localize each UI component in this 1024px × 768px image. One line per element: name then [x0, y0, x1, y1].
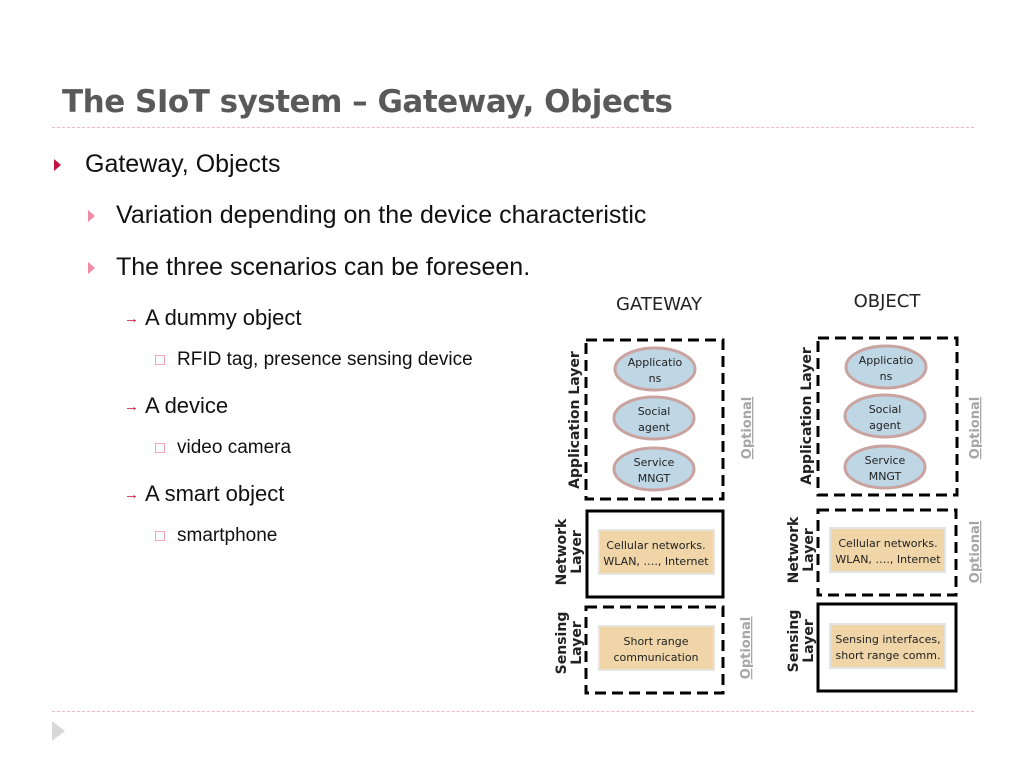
slide-title: The SIoT system – Gateway, Objects — [62, 84, 673, 120]
gateway-optional-app: Optional — [740, 397, 755, 459]
gateway-column: GATEWAY Application Layer Applicatio ns … — [554, 294, 755, 695]
gateway-optional-sensing: Optional — [739, 617, 754, 679]
title-divider — [52, 127, 974, 128]
bullet-level1: Gateway, Objects — [54, 150, 280, 179]
bullet-level4: smartphone — [155, 525, 277, 547]
gateway-sensing-label-line1: Sensing — [554, 612, 570, 675]
gateway-app-layer-label: Application Layer — [567, 351, 583, 489]
app-item-line2: ns — [649, 372, 662, 385]
arrow-bullet-icon: → — [124, 309, 139, 327]
bullet-level2: The three scenarios can be foreseen. — [88, 253, 530, 282]
object-network-label-line1: Network — [786, 516, 802, 583]
app-item-line1: Applicatio — [859, 354, 914, 367]
gateway-sensing-line2: communication — [613, 651, 698, 664]
bullet-level4: RFID tag, presence sensing device — [155, 349, 473, 371]
object-app-item: Applicatio ns — [844, 344, 928, 390]
object-sensing-label-line1: Sensing — [786, 610, 802, 673]
object-sensing-line1: Sensing interfaces, — [835, 633, 940, 646]
object-service-item: Service MNGT — [843, 444, 927, 490]
gateway-app-item: Applicatio ns — [613, 346, 697, 392]
gateway-sensing-layer-box — [584, 605, 725, 695]
object-app-layer-label: Application Layer — [799, 347, 815, 485]
gateway-network-line2: WLAN, …., Internet — [603, 555, 709, 568]
gateway-app-layer-box — [584, 338, 725, 501]
object-network-line1: Cellular networks. — [838, 537, 937, 550]
bullet-text: A device — [145, 393, 229, 418]
object-network-line2: WLAN, …., Internet — [835, 553, 941, 566]
gateway-sensing-label-line2: Layer — [569, 621, 585, 665]
service-item-line1: Service — [634, 456, 675, 469]
gateway-network-label-line2: Layer — [569, 530, 585, 574]
object-optional-network: Optional — [968, 521, 983, 583]
bullet-text: The three scenarios can be foreseen. — [116, 253, 531, 281]
slide-nav-arrow-icon[interactable] — [52, 721, 65, 741]
app-ellipse — [613, 346, 697, 392]
object-app-layer-box — [816, 336, 959, 497]
bullet-level3: → A dummy object — [124, 305, 302, 331]
service-ellipse — [843, 444, 927, 490]
bullet-text: video camera — [177, 437, 292, 458]
object-column: OBJECT Application Layer Applicatio ns S… — [786, 291, 983, 693]
service-item-line1: Service — [865, 454, 906, 467]
social-item-line2: agent — [869, 419, 901, 432]
bullet-level3: → A smart object — [124, 481, 284, 507]
gateway-network-content-box — [598, 529, 715, 575]
gateway-header: GATEWAY — [616, 294, 703, 315]
square-bullet-icon — [155, 355, 165, 365]
bullet-text: RFID tag, presence sensing device — [177, 349, 473, 370]
social-item-line1: Social — [869, 403, 902, 416]
bullet-text: A smart object — [145, 481, 285, 506]
gateway-social-item: Social agent — [612, 395, 696, 441]
object-network-layer-box — [816, 508, 958, 597]
object-sensing-line2: short range comm. — [836, 649, 941, 662]
object-sensing-layer-box — [816, 602, 958, 693]
triangle-bullet-icon — [88, 261, 95, 274]
square-bullet-icon — [155, 443, 165, 453]
gateway-network-line1: Cellular networks. — [606, 539, 705, 552]
service-item-line2: MNGT — [869, 470, 902, 483]
bullet-level4: video camera — [155, 437, 291, 459]
bullet-text: A dummy object — [145, 305, 302, 330]
gateway-network-layer-box — [585, 509, 725, 599]
app-item-line1: Applicatio — [628, 356, 683, 369]
object-sensing-content-box — [829, 623, 946, 669]
triangle-bullet-icon — [88, 209, 95, 222]
object-network-content-box — [829, 527, 946, 573]
social-ellipse — [843, 393, 927, 439]
social-ellipse — [612, 395, 696, 441]
arrow-bullet-icon: → — [124, 485, 139, 503]
object-header: OBJECT — [854, 291, 922, 312]
service-ellipse — [612, 446, 696, 492]
arrow-bullet-icon: → — [124, 397, 139, 415]
square-bullet-icon — [155, 531, 165, 541]
object-network-label-line2: Layer — [801, 528, 817, 572]
app-item-line2: ns — [880, 370, 893, 383]
object-optional-app: Optional — [968, 397, 983, 459]
social-item-line1: Social — [638, 405, 671, 418]
footer-divider — [52, 711, 974, 712]
service-item-line2: MNGT — [638, 472, 671, 485]
bullet-level3: → A device — [124, 393, 228, 419]
triangle-bullet-icon — [54, 158, 61, 171]
gateway-sensing-content-box — [598, 625, 715, 671]
bullet-text: smartphone — [177, 525, 278, 546]
gateway-network-label-line1: Network — [554, 518, 570, 585]
gateway-service-item: Service MNGT — [612, 446, 696, 492]
bullet-level2: Variation depending on the device charac… — [88, 201, 646, 230]
gateway-sensing-line1: Short range — [623, 635, 688, 648]
social-item-line2: agent — [638, 421, 670, 434]
object-social-item: Social agent — [843, 393, 927, 439]
app-ellipse — [844, 344, 928, 390]
bullet-text: Variation depending on the device charac… — [116, 201, 647, 229]
bullet-text: Gateway, Objects — [85, 150, 281, 178]
object-sensing-label-line2: Layer — [801, 619, 817, 663]
